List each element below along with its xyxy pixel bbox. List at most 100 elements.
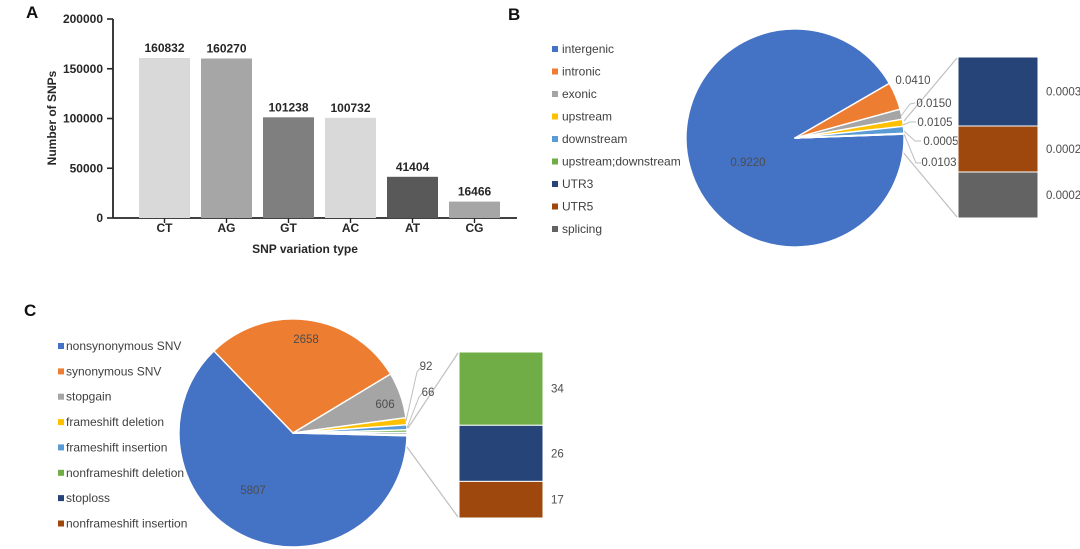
legend-marker-nonsynonymous-snv bbox=[58, 343, 64, 349]
legend-marker-nonframeshift-insertion bbox=[58, 520, 64, 527]
bar-segment-label: 0.0002 bbox=[1046, 190, 1080, 202]
x-category-label: AT bbox=[405, 221, 421, 235]
pie-data-label: 0.9220 bbox=[730, 157, 765, 169]
bar-value-label: 101238 bbox=[268, 100, 308, 114]
x-category-label: CT bbox=[157, 221, 174, 235]
legend-label-upstream: upstream bbox=[562, 110, 612, 124]
panel-c-label: C bbox=[24, 301, 37, 320]
legend-label-nonframeshift-deletion: nonframeshift deletion bbox=[66, 466, 184, 480]
bar-value-label: 160832 bbox=[144, 41, 184, 55]
bar-ct bbox=[139, 58, 190, 218]
panel-b-label: B bbox=[508, 5, 521, 24]
legend-marker-utr5 bbox=[552, 203, 558, 210]
bar-segment-splicing bbox=[957, 171, 1039, 219]
y-axis-title: Number of SNPs bbox=[45, 70, 59, 165]
pie-data-label: 66 bbox=[422, 387, 435, 399]
y-tick-label: 150000 bbox=[63, 62, 103, 76]
legend-marker-upstream-downstream bbox=[552, 158, 558, 165]
legend-marker-stoploss bbox=[58, 495, 64, 502]
legend-label-synonymous-snv: synonymous SNV bbox=[66, 364, 161, 378]
pie-data-label: 0.0005 bbox=[923, 136, 958, 148]
legend-marker-downstream bbox=[552, 136, 558, 142]
pie-bar-connector-line bbox=[901, 150, 958, 218]
pie-slice-nonframeshift-insertion bbox=[292, 432, 408, 437]
legend-label-splicing: splicing bbox=[562, 222, 602, 236]
bar-segment-utr3 bbox=[957, 56, 1039, 127]
x-axis-title: SNP variation type bbox=[252, 242, 358, 256]
y-tick-label: 50000 bbox=[70, 161, 104, 175]
bar-segment-utr5 bbox=[957, 125, 1039, 173]
legend-label-utr5: UTR5 bbox=[562, 200, 594, 214]
y-tick-label: 200000 bbox=[63, 12, 103, 26]
pie-data-label: 92 bbox=[420, 361, 433, 373]
legend-label-exonic: exonic bbox=[562, 87, 597, 101]
pie-data-label: 0.0105 bbox=[917, 117, 952, 129]
legend-marker-exonic bbox=[552, 91, 558, 97]
pie-slice-synonymous-snv bbox=[213, 318, 392, 434]
legend-marker-nonframeshift-deletion bbox=[58, 469, 64, 476]
label-leader-line bbox=[903, 130, 921, 142]
legend-marker-splicing bbox=[552, 226, 558, 232]
bar-cg bbox=[449, 201, 500, 218]
legend-marker-frameshift-insertion bbox=[58, 444, 64, 451]
legend-label-utr3: UTR3 bbox=[562, 177, 594, 191]
legend-label-nonframeshift-insertion: nonframeshift insertion bbox=[66, 516, 187, 530]
legend-marker-frameshift-deletion bbox=[58, 419, 64, 426]
bar-segment-label: 17 bbox=[551, 495, 564, 507]
legend-marker-upstream bbox=[552, 113, 558, 120]
pie-bar-connector-line bbox=[406, 446, 459, 518]
bar-segment-label: 26 bbox=[551, 448, 564, 460]
bar-ag bbox=[201, 58, 252, 218]
bar-segment-nonframeshift-deletion bbox=[458, 351, 544, 426]
label-leader-line bbox=[406, 391, 424, 429]
panel-b-bar-of-pie: 0.9220 0.0410 0.0150 0.0105 0.0103 0.0005 0.00… bbox=[552, 28, 1080, 248]
bar-value-label: 100732 bbox=[330, 101, 370, 115]
pie-data-label: 0.0410 bbox=[895, 75, 930, 87]
label-leader-line bbox=[900, 102, 916, 117]
legend-label-frameshift-deletion: frameshift deletion bbox=[66, 415, 164, 429]
x-category-label: GT bbox=[280, 221, 297, 235]
legend-label-stopgain: stopgain bbox=[66, 390, 111, 404]
legend-marker-intergenic bbox=[552, 46, 558, 52]
legend-marker-synonymous-snv bbox=[58, 368, 64, 375]
label-leader-line bbox=[902, 121, 916, 126]
y-tick-label: 100000 bbox=[63, 112, 103, 126]
bar-segment-label: 34 bbox=[551, 384, 564, 396]
legend-label-intronic: intronic bbox=[562, 65, 601, 79]
bar-at bbox=[387, 176, 438, 218]
pie-data-label: 0.0103 bbox=[921, 157, 956, 169]
panel-a-label: A bbox=[26, 3, 39, 22]
bar-ac bbox=[325, 117, 376, 218]
bar-segment-nonframeshift-insertion bbox=[458, 480, 544, 519]
bar-gt bbox=[263, 117, 314, 218]
pie-bar-connector-line bbox=[407, 352, 459, 429]
pie-data-label: 606 bbox=[375, 399, 394, 411]
legend-label-stoploss: stoploss bbox=[66, 491, 110, 505]
pie-slice-nonsynonymous-snv bbox=[178, 350, 408, 548]
legend-marker-stopgain bbox=[58, 393, 64, 400]
legend-label-upstream-downstream: upstream;downstream bbox=[562, 155, 681, 169]
bar-value-label: 16466 bbox=[458, 185, 492, 199]
y-tick-label: 0 bbox=[96, 211, 103, 225]
pie-bar-connector-line bbox=[903, 57, 958, 122]
legend-marker-intronic bbox=[552, 68, 558, 75]
panel-c-bar-of-pie: 5807 2658 606 92 66 34 26 17 nonsynonymous SNV sy… bbox=[58, 318, 564, 548]
pie-data-label: 2658 bbox=[293, 334, 319, 346]
bar-segment-stoploss bbox=[458, 424, 544, 482]
pie-data-label: 0.0150 bbox=[916, 98, 951, 110]
label-leader-line bbox=[903, 133, 921, 164]
bar-segment-label: 0.0003 bbox=[1046, 87, 1080, 99]
bar-value-label: 41404 bbox=[396, 160, 430, 174]
legend-label-nonsynonymous-snv: nonsynonymous SNV bbox=[66, 339, 181, 353]
bar-segment-label: 0.0002 bbox=[1046, 144, 1080, 156]
x-category-label: AG bbox=[218, 221, 236, 235]
legend-label-intergenic: intergenic bbox=[562, 42, 614, 56]
x-category-label: AC bbox=[342, 221, 360, 235]
pie-data-label: 5807 bbox=[240, 485, 266, 497]
legend-marker-utr3 bbox=[552, 181, 558, 187]
bar-value-label: 160270 bbox=[206, 42, 246, 56]
legend-label-downstream: downstream bbox=[562, 132, 627, 146]
